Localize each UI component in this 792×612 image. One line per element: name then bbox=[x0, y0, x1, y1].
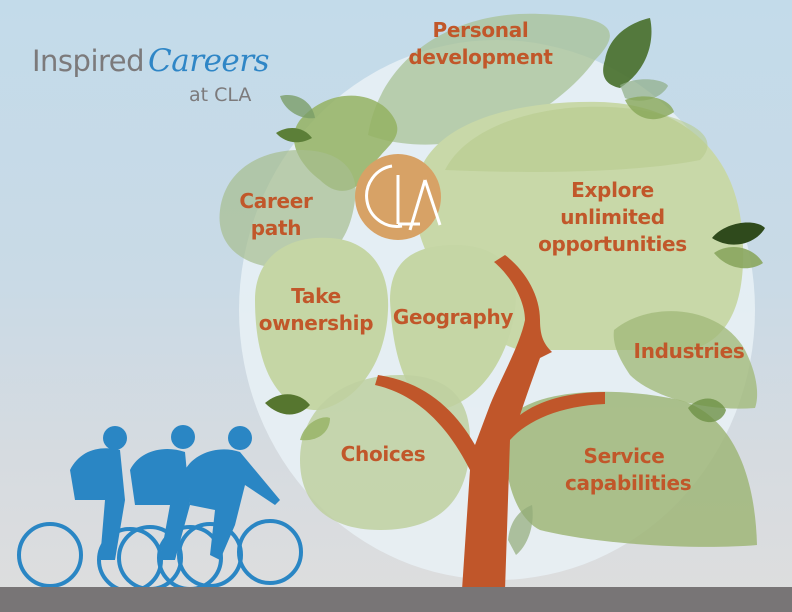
label-line: Personal bbox=[432, 18, 529, 42]
leaf-service-capabilities bbox=[505, 391, 757, 547]
label-line: unlimited bbox=[560, 205, 665, 229]
label-take-ownership: Take ownership bbox=[252, 283, 380, 337]
label-line: opportunities bbox=[538, 232, 687, 256]
logo-at-cla: at CLA bbox=[189, 84, 252, 106]
label-choices: Choices bbox=[340, 442, 426, 466]
label-line: ownership bbox=[258, 311, 374, 335]
label-career-path: Career path bbox=[232, 188, 320, 242]
decorative-leaves bbox=[265, 18, 765, 555]
label-service-capabilities: Service capabilities bbox=[565, 443, 692, 497]
label-explore-unlimited-opportunities: Explore unlimited opportunities bbox=[530, 177, 695, 258]
leaf-geography bbox=[390, 245, 516, 410]
label-industries: Industries bbox=[633, 339, 745, 363]
label-line: development bbox=[408, 45, 553, 69]
logo-word-careers: Careers bbox=[148, 43, 269, 79]
leaf-take-ownership bbox=[255, 237, 389, 411]
label-line: Explore bbox=[571, 178, 654, 202]
cyclists-illustration bbox=[17, 425, 303, 593]
label-line: Service bbox=[583, 444, 665, 468]
leaf-industries bbox=[613, 311, 758, 409]
cla-emblem bbox=[355, 154, 442, 240]
leaf-explore-top bbox=[445, 106, 708, 172]
label-line: Career bbox=[239, 189, 313, 213]
tree-trunk bbox=[375, 255, 605, 590]
label-personal-development: Personal development bbox=[408, 17, 553, 71]
label-line: capabilities bbox=[565, 471, 692, 495]
label-line: Take bbox=[291, 284, 341, 308]
label-line: path bbox=[250, 216, 302, 240]
leaf-personal-development bbox=[368, 13, 610, 145]
leaf-choices bbox=[300, 375, 470, 530]
ground-road bbox=[0, 587, 792, 612]
label-geography: Geography bbox=[392, 305, 514, 329]
logo-word-inspired: Inspired bbox=[32, 44, 145, 78]
